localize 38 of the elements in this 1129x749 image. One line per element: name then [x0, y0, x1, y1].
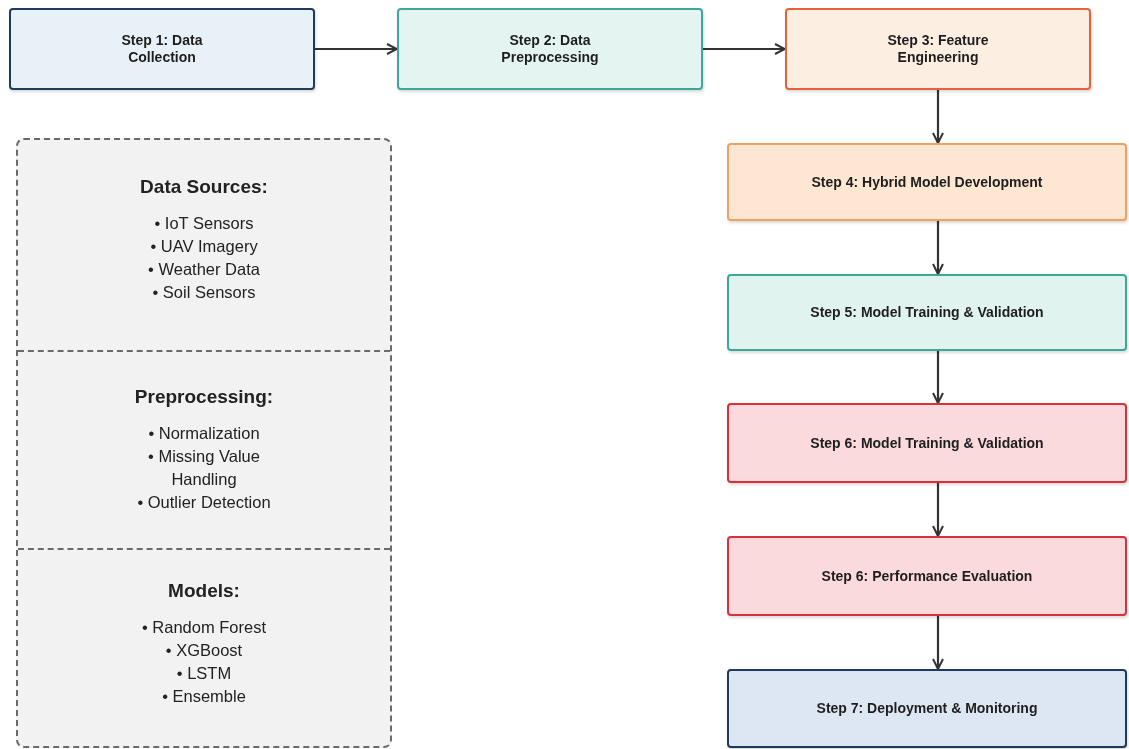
arrow: [703, 43, 786, 55]
list-item: • XGBoost: [164, 640, 244, 661]
arrow: [932, 221, 944, 275]
list-item: • Weather Data: [147, 259, 261, 280]
section-heading: Models:: [167, 580, 241, 602]
section-heading: Data Sources:: [139, 176, 269, 198]
list-item: • Random Forest: [140, 617, 268, 638]
arrow: [932, 483, 944, 537]
list-item: • Soil Sensors: [151, 282, 257, 303]
step-label: Step 1: Data Collection: [120, 32, 204, 66]
step-label: Step 2: Data Preprocessing: [500, 32, 600, 66]
arrow: [932, 351, 944, 404]
process-box: [9, 8, 315, 90]
list-item: • Outlier Detection: [136, 492, 272, 513]
process-box: [727, 403, 1127, 483]
step-label: Step 5: Model Training & Validation: [810, 304, 1044, 321]
step-label: Step 7: Deployment & Monitoring: [816, 700, 1038, 717]
process-box: [785, 8, 1091, 90]
list-item: • Missing Value Handling: [147, 446, 261, 490]
step-label: Step 3: Feature Engineering: [886, 32, 990, 66]
step-label: Step 6: Performance Evaluation: [821, 567, 1033, 585]
process-box: [727, 143, 1127, 221]
dashed-panel: [16, 138, 392, 748]
section-heading: Preprocessing:: [133, 386, 275, 408]
arrow: [932, 616, 944, 670]
process-box: [727, 274, 1127, 351]
arrow: [932, 90, 944, 144]
process-box: [727, 536, 1127, 616]
list-item: • Ensemble: [161, 686, 247, 707]
list-item: • Normalization: [147, 423, 261, 444]
process-box: [727, 669, 1127, 748]
list-item: • UAV Imagery: [149, 236, 259, 257]
arrow: [315, 43, 398, 55]
list-item: • IoT Sensors: [153, 213, 255, 234]
list-item: • LSTM: [175, 663, 233, 684]
process-box: [397, 8, 703, 90]
step-label: Step 4: Hybrid Model Development: [811, 173, 1043, 191]
step-label: Step 6: Model Training & Validation: [810, 434, 1044, 452]
